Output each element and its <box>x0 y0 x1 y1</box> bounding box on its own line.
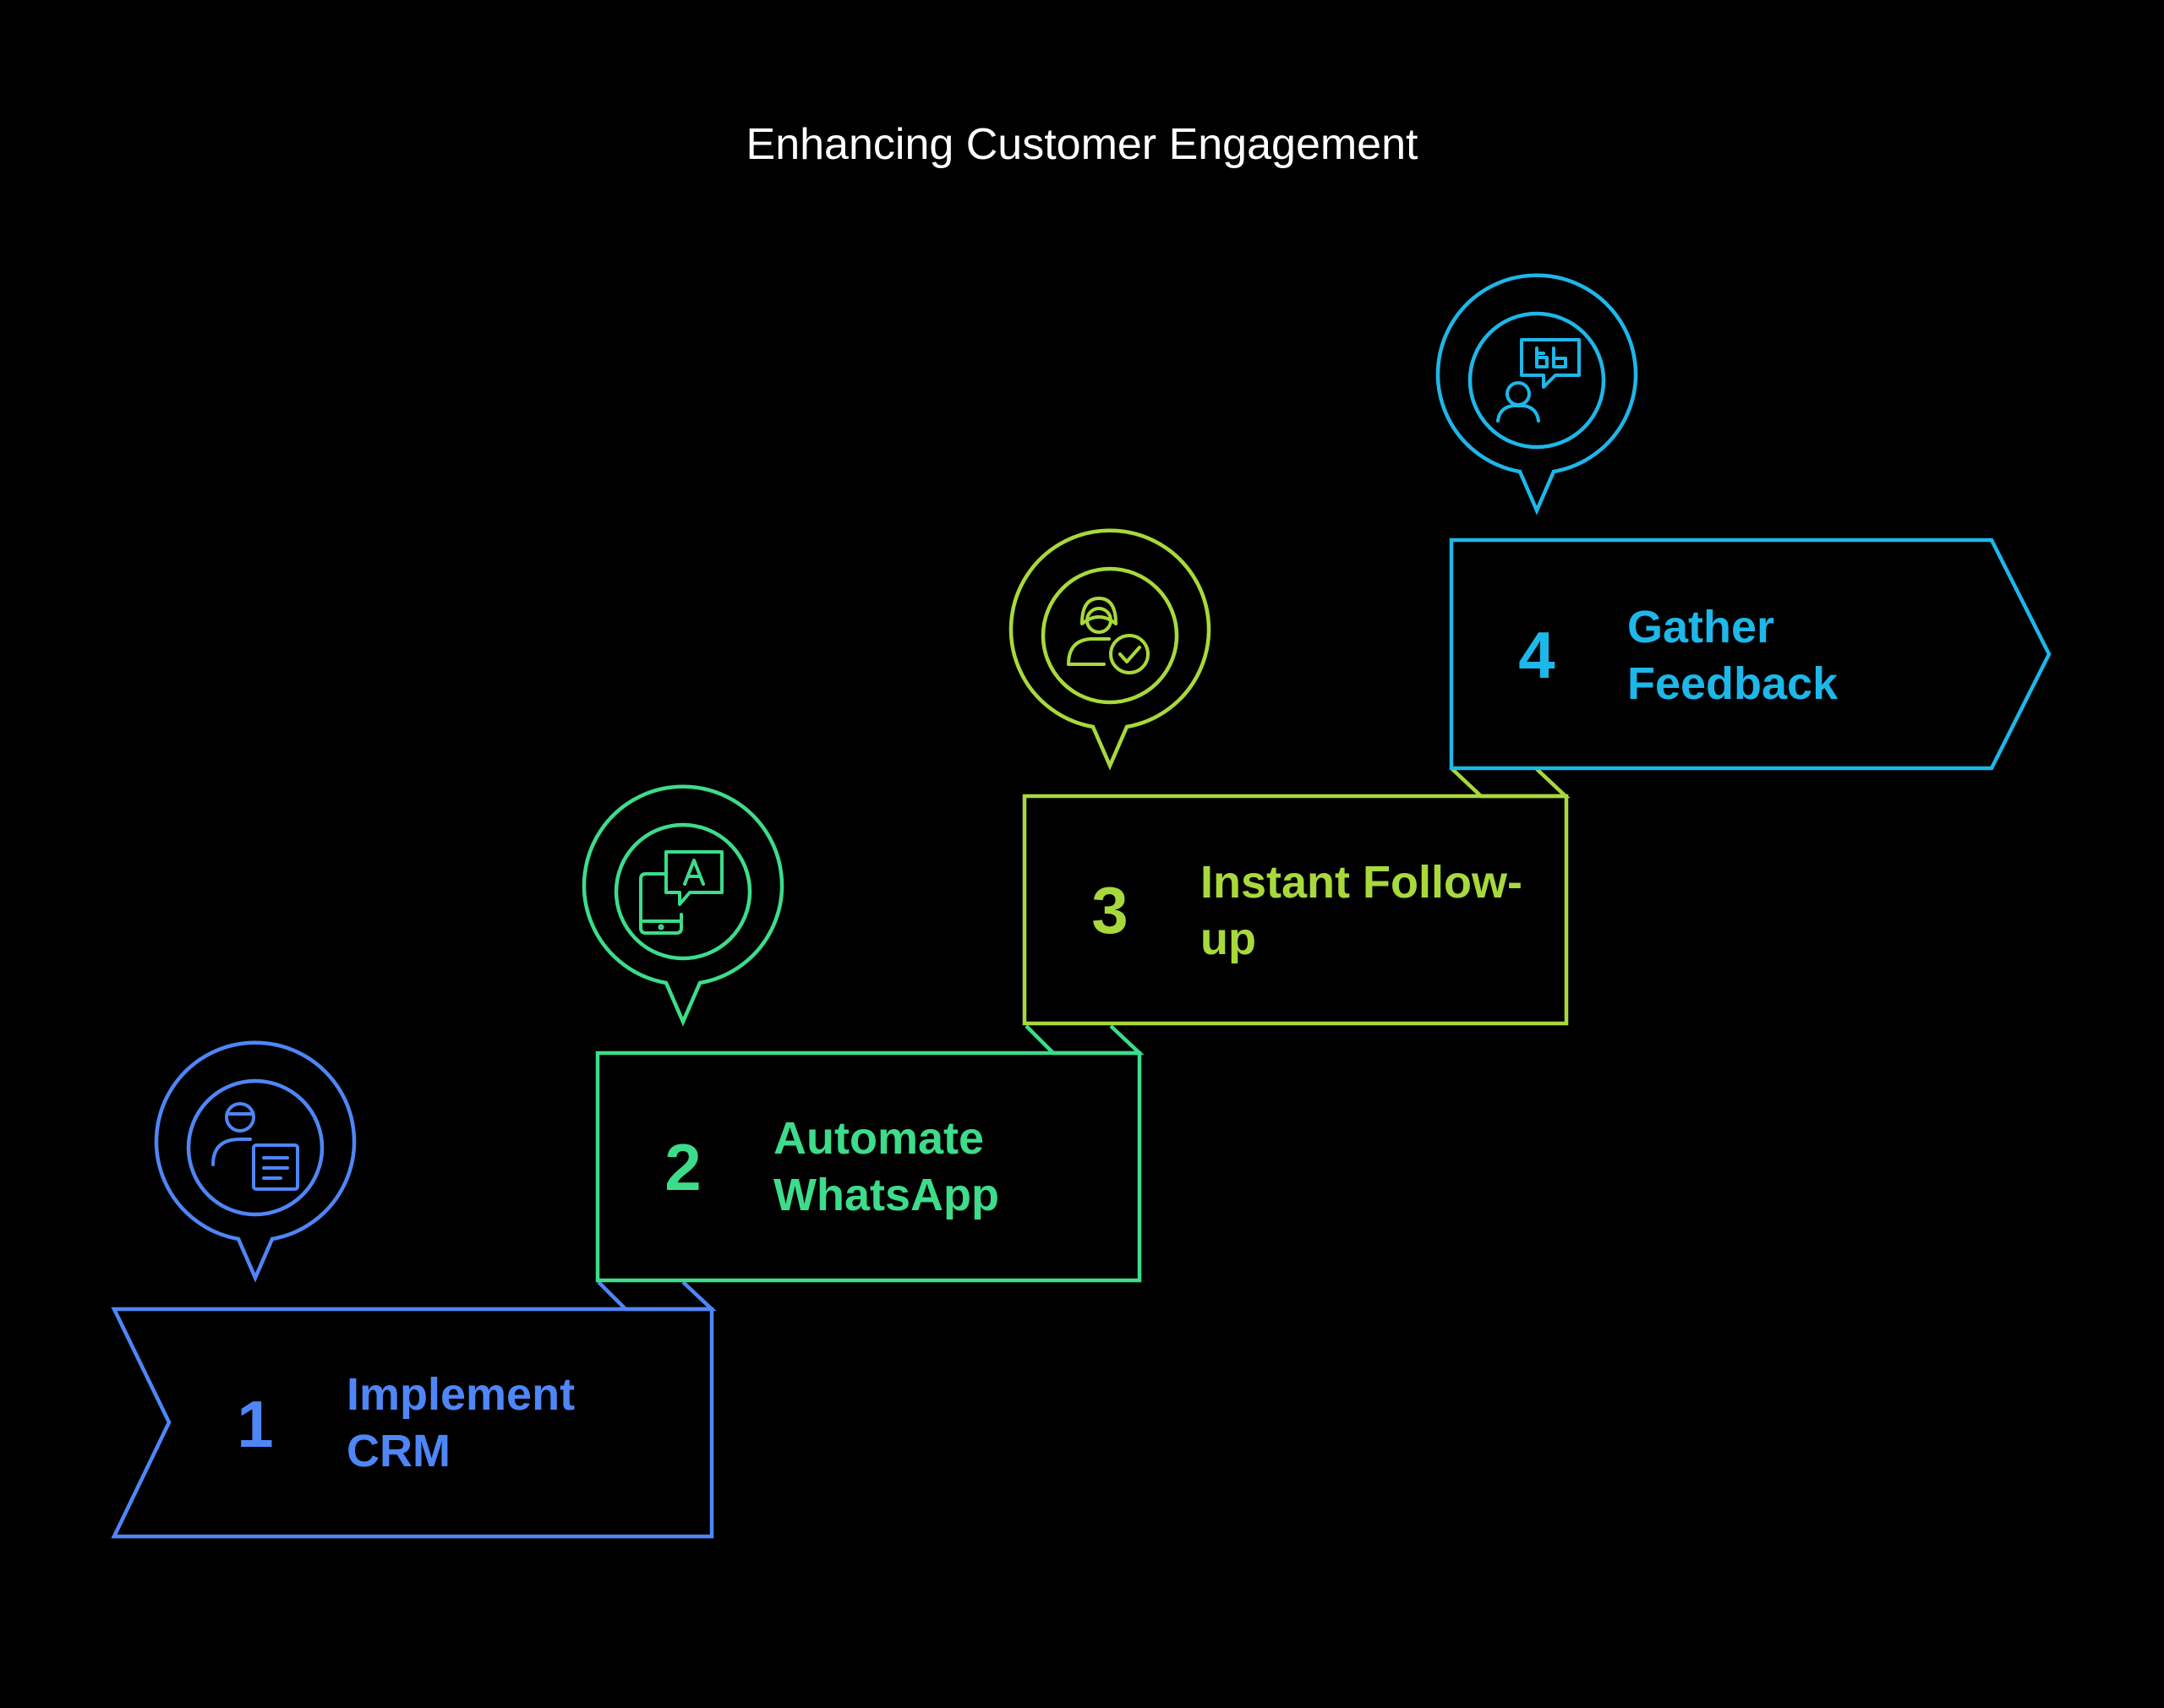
user-document-icon <box>211 1102 299 1191</box>
step-3-fold <box>1451 767 1571 799</box>
step-2-box <box>595 1050 1142 1283</box>
step-3: 3 Instant Follow- up <box>1008 528 1571 1026</box>
step-4-number: 4 <box>1518 618 1555 692</box>
step-3-pin <box>1008 528 1211 771</box>
step-3-label-line2: up <box>1200 914 1256 964</box>
phone-message-icon <box>639 850 724 935</box>
step-3-number: 3 <box>1091 873 1128 947</box>
step-2: 2 Automate WhatsApp <box>582 784 1145 1283</box>
step-2-pin <box>582 784 784 1027</box>
step-4-label-line2: Feedback <box>1627 658 1839 709</box>
step-1-number: 1 <box>237 1387 273 1461</box>
step-2-label-line1: Automate <box>773 1113 984 1164</box>
step-4-box <box>1449 538 2052 771</box>
diagram-title: Enhancing Customer Engagement <box>746 120 1418 169</box>
user-check-icon <box>1067 597 1150 674</box>
step-4-pin <box>1435 273 1638 516</box>
step-4-label-line1: Gather <box>1627 602 1774 652</box>
step-4: 4 Gather Feedback <box>1435 273 2052 771</box>
step-2-fold <box>1025 1024 1145 1056</box>
step-1-label-line1: Implement <box>347 1369 575 1420</box>
step-1-label-line2: CRM <box>347 1426 451 1476</box>
step-2-number: 2 <box>664 1130 701 1204</box>
step-1-box <box>111 1307 714 1539</box>
step-1-fold <box>597 1280 717 1312</box>
step-2-label-line2: WhatsApp <box>773 1170 999 1220</box>
step-1: 1 Implement CRM <box>111 1040 717 1539</box>
step-3-box <box>1022 794 1569 1026</box>
user-feedback-icon <box>1496 338 1581 423</box>
step-1-pin <box>154 1040 357 1283</box>
step-3-label-line1: Instant Follow- <box>1200 857 1522 908</box>
